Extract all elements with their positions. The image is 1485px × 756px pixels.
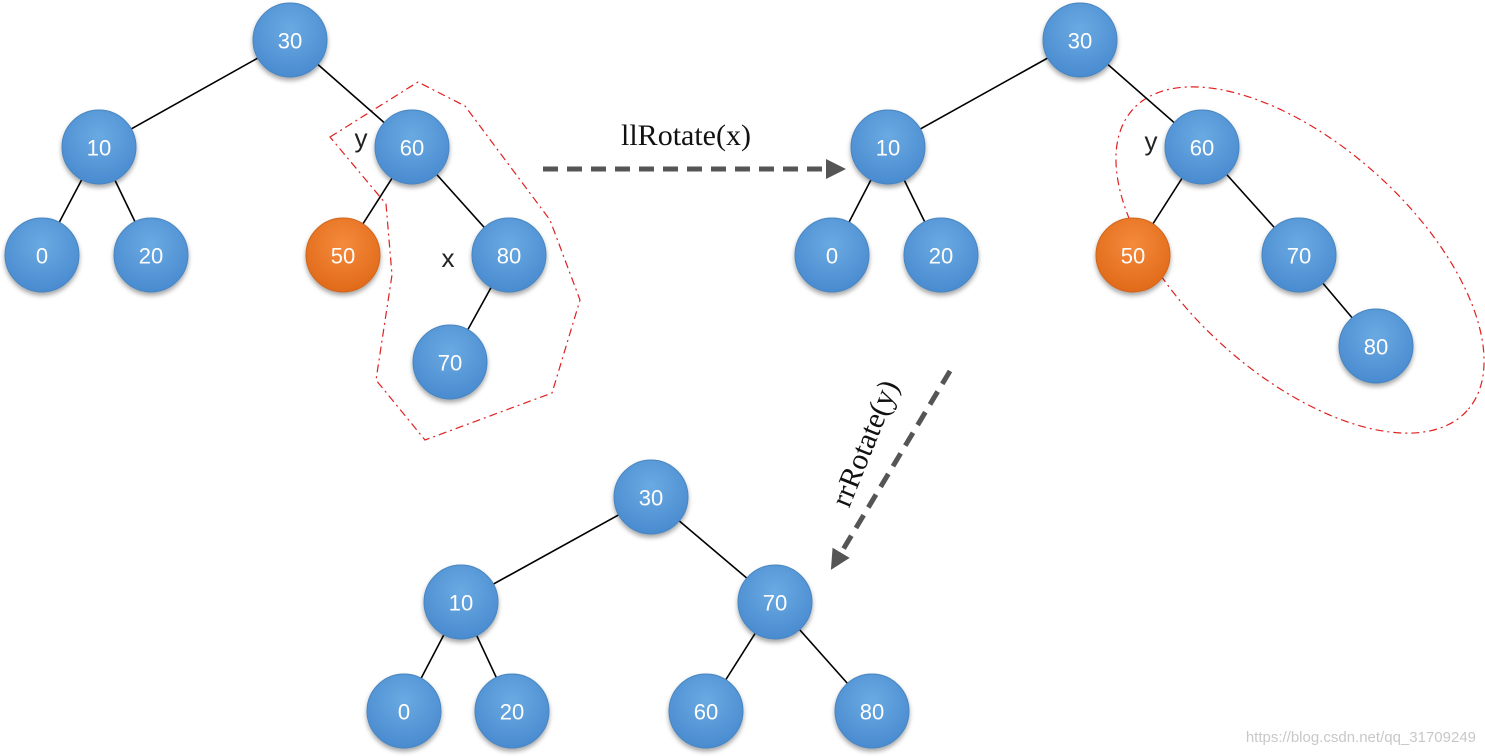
tree-node-0: 0 xyxy=(366,673,442,749)
node-circle xyxy=(252,2,328,78)
node-circle xyxy=(794,217,870,293)
node-circle xyxy=(613,459,689,535)
tree-node-20: 20 xyxy=(113,217,189,293)
node-label: 70 xyxy=(438,351,462,376)
node-circle xyxy=(374,109,450,185)
label-y-after-ll: y xyxy=(1145,126,1158,156)
node-label: 70 xyxy=(1287,244,1311,269)
tree-node-30: 30 xyxy=(1042,2,1118,78)
tree-node-0: 0 xyxy=(794,217,870,293)
node-circle xyxy=(1164,109,1240,185)
node-label: 20 xyxy=(139,244,163,269)
tree-node-50: 50 xyxy=(1095,217,1171,293)
node-label: 0 xyxy=(826,244,838,269)
node-circle xyxy=(474,673,550,749)
node-label: 30 xyxy=(1068,29,1092,54)
node-label: 20 xyxy=(929,244,953,269)
node-label: 60 xyxy=(400,136,424,161)
node-label: 10 xyxy=(876,136,900,161)
tree-node-0: 0 xyxy=(4,217,80,293)
rr-rotate-label: rrRotate(y) xyxy=(825,375,906,511)
tree-node-20: 20 xyxy=(474,673,550,749)
node-circle xyxy=(471,217,547,293)
node-circle xyxy=(903,217,979,293)
node-label: 80 xyxy=(497,244,521,269)
tree-node-80: 80 xyxy=(471,217,547,293)
node-circle xyxy=(737,564,813,640)
node-label: 30 xyxy=(278,29,302,54)
node-label: 60 xyxy=(1190,136,1214,161)
label-y-before: y xyxy=(355,123,368,153)
watermark: https://blog.csdn.net/qq_31709249 xyxy=(1246,729,1476,746)
tree-node-80: 80 xyxy=(834,673,910,749)
node-label: 60 xyxy=(694,700,718,725)
tree-node-70: 70 xyxy=(737,564,813,640)
node-circle xyxy=(366,673,442,749)
node-circle xyxy=(834,673,910,749)
node-circle xyxy=(61,109,137,185)
node-circle xyxy=(1042,2,1118,78)
tree-before-rotation: 30 10 60 0 20 50 80 70 xyxy=(4,2,547,400)
tree-node-10: 10 xyxy=(61,109,137,185)
tree-node-30: 30 xyxy=(613,459,689,535)
tree-node-60: 60 xyxy=(374,109,450,185)
tree-node-10: 10 xyxy=(423,564,499,640)
rr-rotate-arrow xyxy=(830,369,953,570)
tree-node-10: 10 xyxy=(850,109,926,185)
node-label: 0 xyxy=(398,700,410,725)
node-label: 50 xyxy=(331,244,355,269)
label-x-before: x xyxy=(442,243,455,273)
node-circle xyxy=(1261,217,1337,293)
node-label: 0 xyxy=(36,244,48,269)
tree-node-70: 70 xyxy=(412,324,488,400)
node-label: 50 xyxy=(1121,244,1145,269)
tree-node-50: 50 xyxy=(305,217,381,293)
node-label: 10 xyxy=(449,591,473,616)
node-circle xyxy=(668,673,744,749)
tree-node-60: 60 xyxy=(668,673,744,749)
tree-after-ll-rotation: 30 10 60 0 20 50 70 80 xyxy=(794,2,1414,384)
node-label: 10 xyxy=(87,136,111,161)
tree-node-80: 80 xyxy=(1338,308,1414,384)
node-label: 30 xyxy=(639,486,663,511)
node-label: 20 xyxy=(500,700,524,725)
tree-node-20: 20 xyxy=(903,217,979,293)
tree-after-rr-rotation: 30 10 70 0 20 60 80 xyxy=(366,459,910,749)
node-circle xyxy=(1095,217,1171,293)
tree-node-70: 70 xyxy=(1261,217,1337,293)
node-circle xyxy=(1338,308,1414,384)
node-circle xyxy=(4,217,80,293)
node-circle xyxy=(412,324,488,400)
ll-rotate-label: llRotate(x) xyxy=(621,119,751,152)
node-circle xyxy=(305,217,381,293)
node-circle xyxy=(113,217,189,293)
node-label: 70 xyxy=(763,591,787,616)
node-label: 80 xyxy=(860,700,884,725)
rotation-region-outline-before xyxy=(329,81,581,441)
node-label: 80 xyxy=(1364,335,1388,360)
tree-node-60: 60 xyxy=(1164,109,1240,185)
node-circle xyxy=(850,109,926,185)
tree-node-30: 30 xyxy=(252,2,328,78)
node-circle xyxy=(423,564,499,640)
